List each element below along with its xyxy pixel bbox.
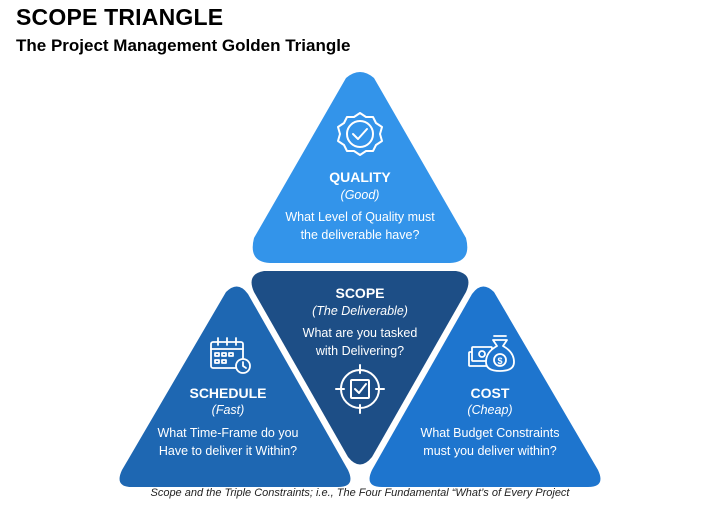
scope-question-line2: with Delivering? xyxy=(315,344,404,358)
cost-triangle-shape xyxy=(369,286,601,487)
quality-question-line2: the deliverable have? xyxy=(301,228,420,242)
cost-question-line2: must you deliver within? xyxy=(423,444,556,458)
quality-subheading: (Good) xyxy=(341,188,380,202)
page-subtitle: The Project Management Golden Triangle xyxy=(16,36,351,55)
badge-check-icon xyxy=(337,112,383,156)
scope-subheading: (The Deliverable) xyxy=(312,304,408,318)
cost-triangle: $ COST (Cheap) What Budget Constraints m… xyxy=(369,286,601,487)
scope-question-line1: What are you tasked xyxy=(303,326,418,340)
calendar-clock-icon xyxy=(210,337,251,374)
money-bag-icon: $ xyxy=(468,335,515,372)
quality-triangle: QUALITY (Good) What Level of Quality mus… xyxy=(252,72,468,263)
target-check-icon xyxy=(335,364,385,414)
quality-question-line1: What Level of Quality must xyxy=(285,210,435,224)
schedule-heading: SCHEDULE xyxy=(189,385,266,401)
scope-heading: SCOPE xyxy=(335,285,384,301)
footnote: Scope and the Triple Constraints; i.e., … xyxy=(150,487,570,499)
cost-heading: COST xyxy=(471,385,510,401)
schedule-subheading: (Fast) xyxy=(212,403,245,417)
schedule-question-line1: What Time-Frame do you xyxy=(157,426,298,440)
svg-text:$: $ xyxy=(497,356,502,366)
scope-triangle: SCOPE (The Deliverable) What are you tas… xyxy=(251,271,469,465)
quality-triangle-shape xyxy=(252,72,468,263)
cost-subheading: (Cheap) xyxy=(467,403,512,417)
page-title: SCOPE TRIANGLE xyxy=(16,4,224,30)
cost-question-line1: What Budget Constraints xyxy=(421,426,560,440)
schedule-triangle-shape xyxy=(119,286,351,487)
schedule-triangle: SCHEDULE (Fast) What Time-Frame do you H… xyxy=(119,286,351,487)
quality-heading: QUALITY xyxy=(329,169,391,185)
schedule-question-line2: Have to deliver it Within? xyxy=(159,444,297,458)
